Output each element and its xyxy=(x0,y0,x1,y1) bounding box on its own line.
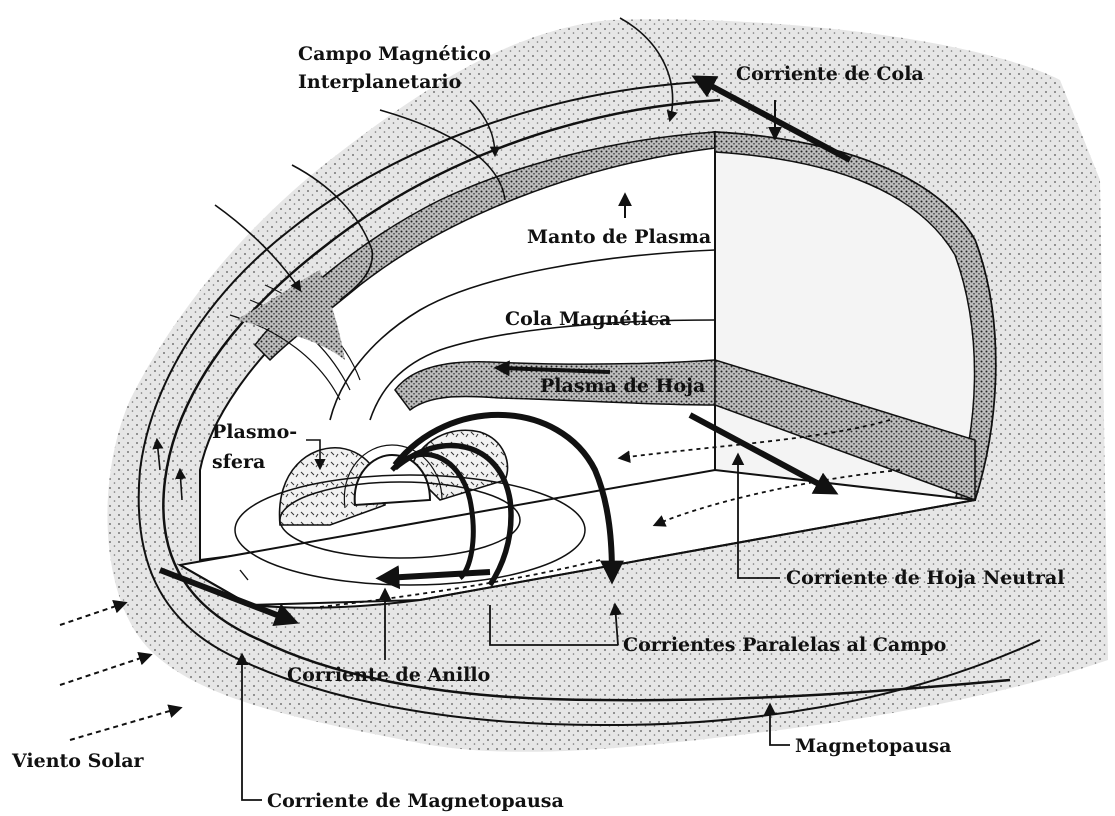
solar-wind-arrow-3 xyxy=(70,708,180,740)
label-magnetopause: Magnetopausa xyxy=(795,735,951,757)
label-imf-line1: Campo Magnético xyxy=(298,43,491,65)
solar-wind-arrow-2 xyxy=(60,655,150,685)
label-plasmasphere-line1: Plasmo- xyxy=(212,421,297,443)
solar-wind-arrow-1 xyxy=(60,603,125,625)
label-plasma-mantle: Manto de Plasma xyxy=(527,226,711,248)
label-imf-line2: Interplanetario xyxy=(298,71,461,93)
label-magnetotail: Cola Magnética xyxy=(505,308,671,330)
label-magnetopause-current: Corriente de Magnetopausa xyxy=(267,790,564,812)
label-solar-wind: Viento Solar xyxy=(11,750,145,772)
label-plasma-sheet: Plasma de Hoja xyxy=(540,375,705,397)
label-ring-current: Corriente de Anillo xyxy=(287,664,490,686)
label-neutral-sheet-current: Corriente de Hoja Neutral xyxy=(786,567,1064,589)
label-plasmasphere-line2: sfera xyxy=(212,451,265,473)
label-field-aligned-currents: Corrientes Paralelas al Campo xyxy=(623,634,946,656)
label-tail-current: Corriente de Cola xyxy=(736,63,924,85)
